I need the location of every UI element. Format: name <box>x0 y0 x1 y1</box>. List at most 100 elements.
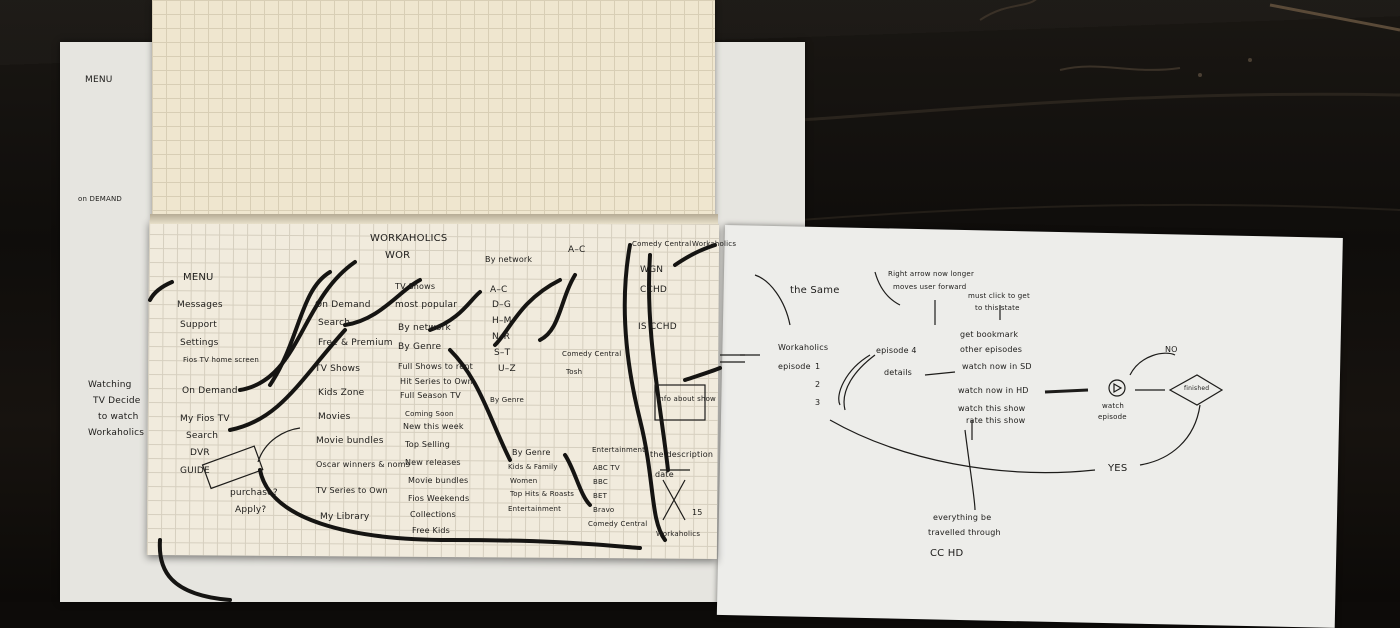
play-label: watch <box>1102 402 1125 410</box>
network-item: H–M <box>492 316 512 326</box>
comedy-item: CCHD <box>640 285 668 295</box>
play-label: episode <box>1098 413 1127 421</box>
tvshows-item: Full Season TV <box>400 391 461 400</box>
right-action: watch this show <box>958 404 1026 413</box>
yes-label: YES <box>1108 463 1128 474</box>
ondemand-item: TV Shows <box>315 364 361 374</box>
wood-grain <box>800 0 1400 221</box>
network-item: D–G <box>492 300 512 310</box>
right-episode-label: episode <box>778 362 811 371</box>
show-item: Workaholics <box>692 240 737 248</box>
ondemand-item: Search <box>318 318 351 328</box>
notebook-subtitle: WOR <box>385 250 411 261</box>
right-episode-detail: details <box>884 368 913 377</box>
menu-item: DVR <box>190 448 210 458</box>
show-item: the description <box>650 450 714 459</box>
right-action: watch now in SD <box>962 362 1032 371</box>
right-note-top: to this state <box>975 304 1020 312</box>
marker-strokes <box>148 243 1224 602</box>
network-item: N–R <box>492 332 511 342</box>
tvshows-item: TV Shows <box>395 282 436 291</box>
genre-item: By Genre <box>512 448 551 457</box>
right-episode-detail: episode 4 <box>876 346 917 355</box>
comedy-item: WGN <box>640 265 664 275</box>
menu-item: Support <box>180 320 217 330</box>
ondemand-item: Movies <box>318 412 351 422</box>
show-item: Info about show <box>657 395 716 403</box>
genre-item: Women <box>510 477 538 485</box>
right-note-bottom: travelled through <box>928 528 1001 537</box>
right-episode-tick: 1 <box>815 362 821 371</box>
menu-item: On Demand <box>182 386 238 396</box>
ent-item: ABC TV <box>593 464 620 472</box>
note-apply: Apply? <box>235 505 267 515</box>
menu-item: Settings <box>180 338 219 348</box>
movies-item: Top Selling <box>405 440 451 449</box>
notebook-top-page <box>152 0 715 218</box>
show-item: 15 <box>692 508 703 517</box>
genre-item: Kids & Family <box>508 463 558 471</box>
ondemand-item: TV Series to Own <box>316 486 388 495</box>
no-label: NO <box>1165 345 1178 354</box>
diamond-label: finished <box>1184 385 1210 392</box>
movies-item: Coming Soon <box>405 410 454 418</box>
menu-item: Search <box>186 431 219 441</box>
ondemand-item: On Demand <box>315 300 371 310</box>
comedy-item: Tosh <box>566 368 583 376</box>
ondemand-item: Free & Premium <box>318 338 393 348</box>
genre-item: Entertainment <box>508 505 562 513</box>
tvshows-item: By network <box>398 323 451 333</box>
note-watching: Watching <box>88 380 132 390</box>
ent-item: Comedy Central <box>588 520 648 528</box>
right-episode-tick: 3 <box>815 398 821 407</box>
ent-item: Bravo <box>593 506 615 514</box>
movies-item: Movie bundles <box>408 476 469 485</box>
comedy-item: Comedy Central <box>562 350 622 358</box>
left-on-demand-label: on DEMAND <box>78 195 123 203</box>
movies-item: New releases <box>405 458 461 467</box>
right-action: rate this show <box>966 416 1026 425</box>
note-watching: TV Decide <box>93 396 141 406</box>
notebook-title: WORKAHOLICS <box>370 233 448 244</box>
network-item: A–C <box>490 285 508 295</box>
note-purchase: purchase? <box>230 488 278 498</box>
notebook-binding <box>150 214 718 224</box>
comedy-item: Comedy Central <box>632 240 692 248</box>
ent-item: BBC <box>593 478 608 486</box>
right-note-bottom: everything be <box>933 513 992 522</box>
tvshows-item: Full Shows to rent <box>398 362 473 371</box>
right-note-bottom: CC HD <box>930 548 964 559</box>
ent-item: BET <box>593 492 608 500</box>
right-note-top: Right arrow now longer <box>888 270 975 278</box>
right-note-top: moves user forward <box>893 283 967 291</box>
ondemand-item: My Library <box>320 512 370 522</box>
comedy-item: IS CCHD <box>638 322 677 332</box>
right-action: watch now in HD <box>958 386 1029 395</box>
right-note-top: must click to get <box>968 292 1030 300</box>
genre-item: Top Hits & Roasts <box>510 490 575 498</box>
ondemand-item: Kids Zone <box>318 388 365 398</box>
network-item: By network <box>485 255 533 264</box>
network-item: By Genre <box>490 396 524 404</box>
tvshows-item: Hit Series to Own <box>400 377 473 386</box>
network-item: U–Z <box>498 364 516 374</box>
note-watching: to watch <box>98 412 139 422</box>
movies-item: New this week <box>403 422 464 431</box>
ent-item: Entertainment <box>592 446 646 454</box>
right-same-label: the Same <box>790 285 840 296</box>
menu-item: My Fios TV <box>180 414 230 424</box>
left-menu-title: MENU <box>85 75 113 85</box>
movies-item: Collections <box>410 510 456 519</box>
menu-item: Fios TV home screen <box>183 356 260 364</box>
ondemand-item: Oscar winners & noms <box>316 460 411 469</box>
show-item: Workaholics <box>656 530 701 538</box>
right-action: other episodes <box>960 345 1023 354</box>
ondemand-item: Movie bundles <box>316 436 384 446</box>
note-watching: Workaholics <box>88 428 145 438</box>
movies-item: Fios Weekends <box>408 494 470 503</box>
right-episode-tick: 2 <box>815 380 821 389</box>
right-workaholics: Workaholics <box>778 343 829 352</box>
tvshows-item: By Genre <box>398 342 442 352</box>
right-action: get bookmark <box>960 330 1019 339</box>
menu-title: MENU <box>183 272 214 283</box>
